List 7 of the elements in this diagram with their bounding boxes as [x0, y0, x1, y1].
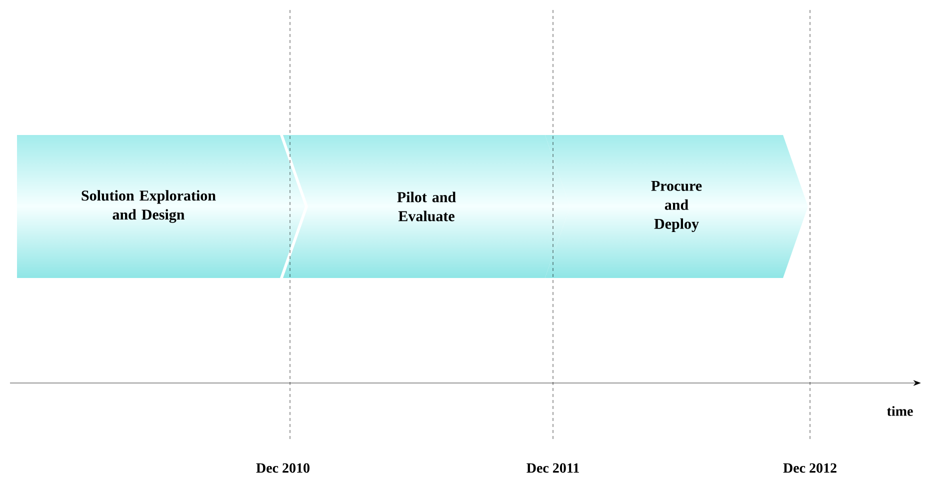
axis-label: Dec 2010: [254, 462, 312, 474]
chevron: Pilot and Evaluate: [397, 192, 456, 222]
chevron: Procure and Deploy: [651, 180, 702, 232]
chevron: Solution Exploration and Design: [82, 190, 216, 223]
axis-label: Dec 2012: [782, 462, 838, 474]
axis-label: Dec 2011: [525, 462, 581, 474]
axis-label: time: [886, 405, 914, 417]
